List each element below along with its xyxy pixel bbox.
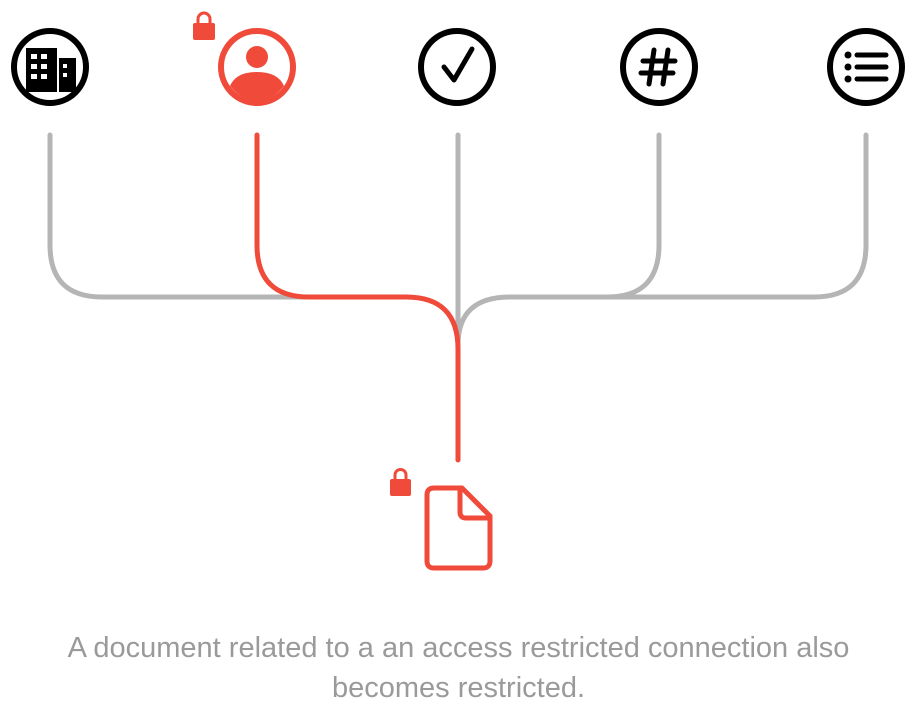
lock-icon xyxy=(193,11,215,40)
checkmark-icon xyxy=(441,46,475,83)
connector-list xyxy=(455,132,869,348)
diagram-caption: A document related to a an access restri… xyxy=(0,628,917,708)
document-node xyxy=(390,468,493,571)
person-node xyxy=(193,11,296,106)
building-icon xyxy=(26,48,76,92)
connector-company xyxy=(47,132,408,300)
task-node xyxy=(418,28,496,106)
list-node xyxy=(827,28,905,106)
person-icon xyxy=(230,46,284,101)
caption-line-1: A document related to a an access restri… xyxy=(67,632,850,664)
caption-line-2: becomes restricted. xyxy=(331,672,586,704)
connector-lines xyxy=(47,132,869,348)
connector-tag xyxy=(507,132,662,300)
list-icon xyxy=(844,51,889,83)
document-icon xyxy=(424,485,493,571)
company-node xyxy=(11,28,89,106)
tag-node xyxy=(620,28,698,106)
lock-icon xyxy=(390,468,411,496)
hashtag-icon xyxy=(638,47,678,87)
restricted-connector xyxy=(254,132,461,463)
